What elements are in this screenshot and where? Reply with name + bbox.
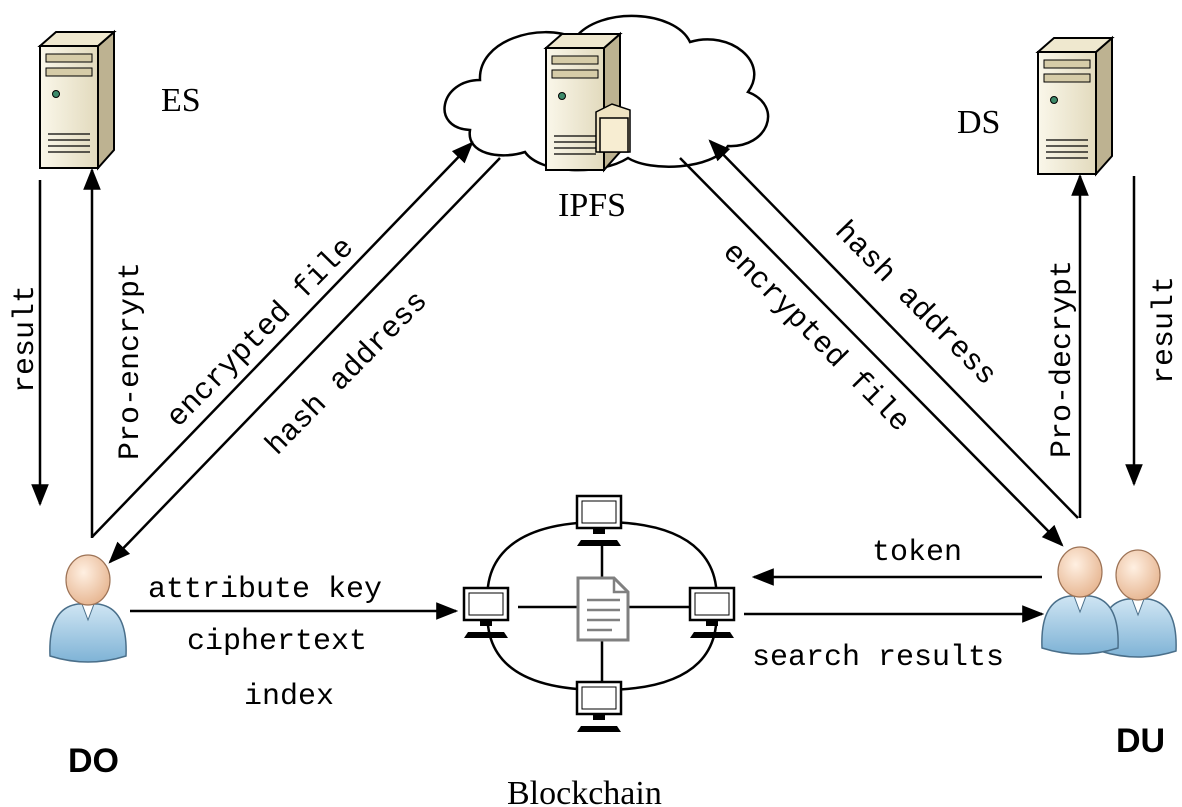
es-result-label: result <box>9 285 43 393</box>
token-label: token <box>872 536 962 570</box>
pro-encrypt-label: Pro-encrypt <box>114 262 148 460</box>
pro-decrypt-label: Pro-decrypt <box>1046 260 1080 458</box>
du-to-ipfs-arrow <box>708 139 1079 519</box>
computer-icon-bottom <box>575 680 623 734</box>
ds-server-icon <box>1037 37 1113 175</box>
blockchain-label: Blockchain <box>507 775 662 807</box>
du-user-icon-front <box>1041 546 1119 655</box>
attribute-key-label: attribute key <box>148 573 382 607</box>
do-user-icon <box>49 554 127 663</box>
ipfs-to-do-arrow <box>108 157 501 564</box>
do-to-ipfs-arrow <box>91 141 474 538</box>
du-label: DU <box>1116 722 1165 760</box>
es-server-icon <box>39 31 115 169</box>
computer-icon-right <box>688 586 736 640</box>
blockchain-network <box>462 494 736 734</box>
document-icon <box>576 576 630 642</box>
ds-label: DS <box>957 104 1000 141</box>
folder-icon <box>595 103 631 153</box>
do-label: DO <box>68 742 119 780</box>
ciphertext-label: ciphertext <box>187 625 367 659</box>
index-label: index <box>244 680 334 714</box>
computer-icon-top <box>575 494 623 548</box>
computer-icon-left <box>462 586 510 640</box>
es-label: ES <box>161 82 201 119</box>
search-results-label: search results <box>752 641 1004 675</box>
ipfs-label: IPFS <box>558 187 626 224</box>
ipfs-to-du-arrow <box>679 157 1064 547</box>
ds-result-label: result <box>1148 276 1182 384</box>
